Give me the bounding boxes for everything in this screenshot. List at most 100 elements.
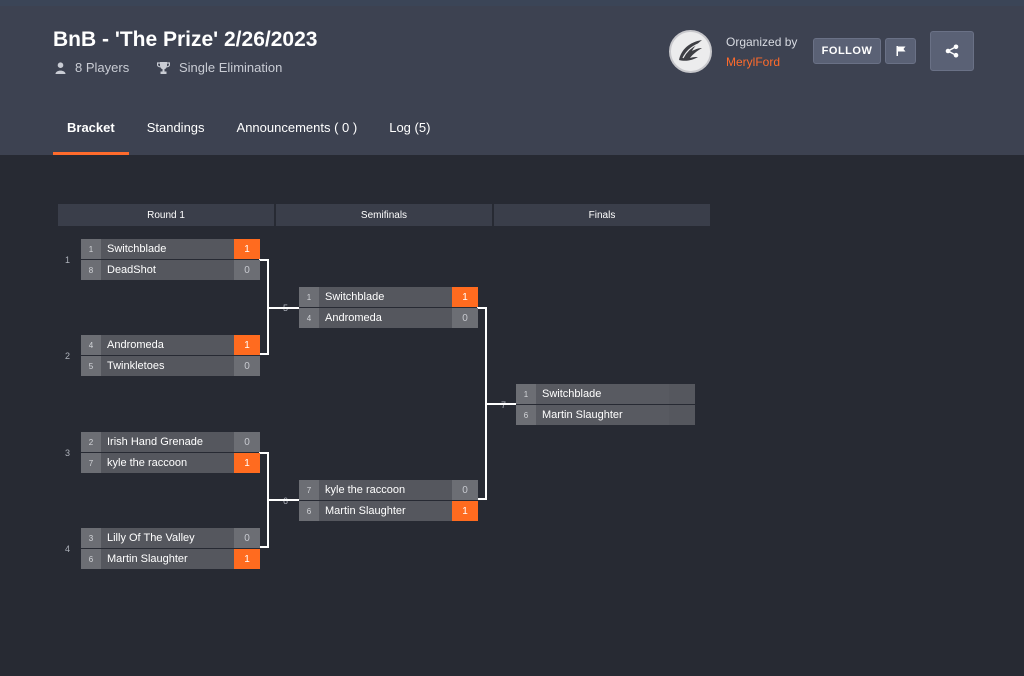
seed-number: 6	[81, 549, 101, 569]
match-number: 2	[65, 351, 71, 361]
match-card[interactable]: 4 Andromeda 1 5 Twinkletoes 0	[81, 335, 260, 376]
flag-icon	[896, 46, 905, 56]
match-player-row: 7 kyle the raccoon 1	[81, 453, 260, 473]
round-header-round-1: Round 1	[58, 204, 274, 226]
round-header-finals: Finals	[494, 204, 710, 226]
player-score: 0	[234, 432, 260, 452]
bracket-connector	[477, 307, 487, 500]
player-score: 0	[234, 528, 260, 548]
seed-number: 4	[299, 308, 319, 328]
bracket-connector	[269, 499, 299, 501]
seed-number: 7	[81, 453, 101, 473]
player-name: Switchblade	[325, 291, 385, 303]
seed-number: 8	[81, 260, 101, 280]
player-name: Andromeda	[325, 312, 382, 324]
seed-number: 2	[81, 432, 101, 452]
player-name: kyle the raccoon	[107, 457, 188, 469]
organized-by-label: Organized by	[726, 35, 798, 49]
tournament-header: BnB - 'The Prize' 2/26/2023 8 Players Si…	[0, 6, 1024, 155]
player-score: 1	[234, 453, 260, 473]
match-card[interactable]: 2 Irish Hand Grenade 0 7 kyle the raccoo…	[81, 432, 260, 473]
tab-standings[interactable]: Standings	[146, 120, 205, 135]
player-score: 0	[452, 308, 478, 328]
player-name: Twinkletoes	[107, 360, 165, 372]
empty-score	[669, 405, 695, 425]
organizer-avatar[interactable]	[669, 30, 712, 73]
seed-number: 7	[299, 480, 319, 500]
match-player-row: 8 DeadShot 0	[81, 260, 260, 280]
player-name: kyle the raccoon	[325, 484, 406, 496]
match-number: 6	[283, 496, 289, 506]
player-score: 1	[234, 239, 260, 259]
seed-number: 5	[81, 356, 101, 376]
wing-logo-icon	[671, 32, 710, 71]
seed-number: 3	[81, 528, 101, 548]
match-number: 4	[65, 544, 71, 554]
player-name: Martin Slaughter	[325, 505, 406, 517]
seed-number: 6	[516, 405, 536, 425]
seed-number: 4	[81, 335, 101, 355]
tournament-title: BnB - 'The Prize' 2/26/2023	[53, 28, 318, 51]
match-player-row: 3 Lilly Of The Valley 0	[81, 528, 260, 548]
seed-number: 1	[299, 287, 319, 307]
player-name: Martin Slaughter	[107, 553, 188, 565]
match-player-row: 4 Andromeda 0	[299, 308, 478, 328]
player-name: Switchblade	[542, 388, 602, 400]
bracket-connector	[487, 403, 516, 405]
match-player-row: 7 kyle the raccoon 0	[299, 480, 478, 500]
tab-bracket[interactable]: Bracket	[53, 106, 129, 155]
tab-bar: Bracket Standings Announcements ( 0 ) Lo…	[53, 106, 462, 155]
player-name: Martin Slaughter	[542, 409, 623, 421]
player-score: 0	[234, 260, 260, 280]
organizer-name-link[interactable]: MerylFord	[726, 55, 781, 69]
player-score: 0	[452, 480, 478, 500]
match-player-row: 2 Irish Hand Grenade 0	[81, 432, 260, 452]
match-card[interactable]: 7 kyle the raccoon 0 6 Martin Slaughter …	[299, 480, 478, 521]
player-name: Andromeda	[107, 339, 164, 351]
round-header-semifinals: Semifinals	[276, 204, 492, 226]
player-score: 1	[452, 501, 478, 521]
report-button[interactable]	[885, 38, 916, 64]
share-button[interactable]	[930, 31, 974, 71]
match-player-row: 1 Switchblade 1	[81, 239, 260, 259]
match-player-row: 4 Andromeda 1	[81, 335, 260, 355]
player-score: 0	[234, 356, 260, 376]
player-name: Switchblade	[107, 243, 167, 255]
match-card[interactable]: 1 Switchblade 1 8 DeadShot 0	[81, 239, 260, 280]
match-number: 3	[65, 448, 71, 458]
seed-number: 1	[516, 384, 536, 404]
match-player-row: 6 Martin Slaughter 1	[299, 501, 478, 521]
follow-button[interactable]: FOLLOW	[813, 38, 881, 64]
players-count: 8 Players	[55, 60, 129, 75]
match-card[interactable]: 3 Lilly Of The Valley 0 6 Martin Slaught…	[81, 528, 260, 569]
user-icon	[55, 61, 66, 74]
bracket-connector	[259, 452, 269, 548]
bracket-connector	[259, 259, 269, 355]
players-label: 8 Players	[75, 60, 130, 75]
match-player-row: 1 Switchblade 1	[299, 287, 478, 307]
match-number: 7	[501, 400, 507, 410]
player-score: 1	[234, 335, 260, 355]
match-number: 1	[65, 255, 71, 265]
player-name: Lilly Of The Valley	[107, 532, 195, 544]
player-name: Irish Hand Grenade	[107, 436, 203, 448]
empty-score	[669, 384, 695, 404]
match-player-row: 5 Twinkletoes 0	[81, 356, 260, 376]
match-card[interactable]: 1 Switchblade 6 Martin Slaughter	[516, 384, 695, 425]
seed-number: 6	[299, 501, 319, 521]
match-card[interactable]: 1 Switchblade 1 4 Andromeda 0	[299, 287, 478, 328]
trophy-icon	[157, 61, 170, 74]
match-player-row: 6 Martin Slaughter 1	[81, 549, 260, 569]
top-strip	[0, 0, 1024, 6]
match-player-row: 1 Switchblade	[516, 384, 695, 404]
share-icon	[945, 44, 959, 58]
bracket-connector	[269, 307, 299, 309]
tab-announcements[interactable]: Announcements ( 0 )	[236, 120, 358, 135]
player-name: DeadShot	[107, 264, 156, 276]
player-score: 1	[452, 287, 478, 307]
tab-log[interactable]: Log (5)	[389, 120, 431, 135]
tournament-format: Single Elimination	[157, 60, 282, 75]
match-player-row: 6 Martin Slaughter	[516, 405, 695, 425]
player-score: 1	[234, 549, 260, 569]
seed-number: 1	[81, 239, 101, 259]
